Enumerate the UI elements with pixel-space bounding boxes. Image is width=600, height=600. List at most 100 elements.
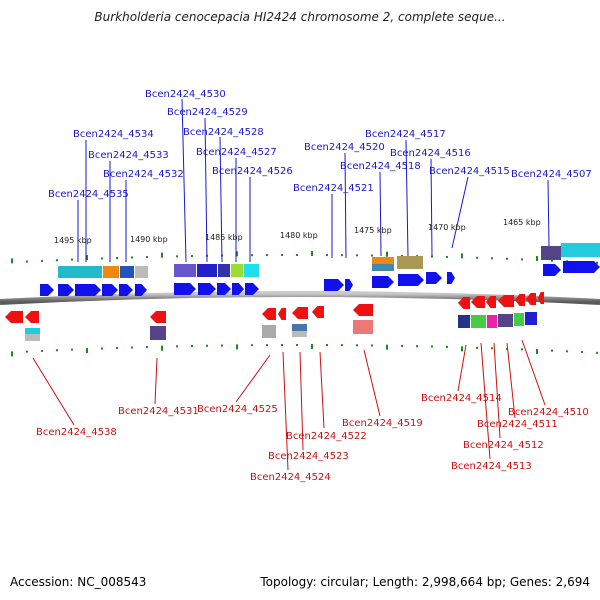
gene-label[interactable]: Bcen2424_4507 (511, 169, 592, 180)
leader-line (480, 342, 491, 460)
accession-text: Accession: NC_008543 (10, 575, 147, 589)
gene-label[interactable]: Bcen2424_4511 (477, 419, 558, 430)
gene-arrow (345, 279, 353, 291)
feature-box[interactable] (541, 246, 561, 260)
gene-arrow (498, 295, 514, 307)
feature-box[interactable] (262, 325, 276, 338)
gene-arrow (278, 308, 286, 320)
feature-box[interactable] (120, 266, 134, 278)
gene-arrow (135, 284, 147, 296)
gene-arrow (312, 306, 324, 318)
gene-label[interactable]: Bcen2424_4518 (340, 161, 421, 172)
gene-label[interactable]: Bcen2424_4527 (196, 147, 277, 158)
leader-line (319, 351, 325, 429)
gene-label[interactable]: Bcen2424_4519 (342, 418, 423, 429)
leader-line (493, 342, 501, 439)
gene-arrow (398, 274, 424, 286)
gene-arrow (372, 276, 394, 288)
gene-label[interactable]: Bcen2424_4528 (183, 127, 264, 138)
gene-arrow (75, 284, 101, 296)
reverse-feature-boxes (25, 312, 537, 341)
feature-box[interactable] (231, 264, 243, 277)
gene-label[interactable]: Bcen2424_4532 (103, 169, 184, 180)
leader-line (405, 139, 409, 257)
gene-label[interactable]: Bcen2424_4517 (365, 129, 446, 140)
reverse-gene-arrows (5, 292, 544, 323)
gene-label[interactable]: Bcen2424_4515 (429, 166, 510, 177)
reverse-gene-labels: Bcen2424_4538 Bcen2424_4531 Bcen2424_452… (36, 393, 589, 483)
gene-arrow (262, 308, 276, 320)
gene-arrow (58, 284, 74, 296)
leader-line (181, 98, 187, 263)
gene-label[interactable]: Bcen2424_4523 (268, 451, 349, 462)
feature-box[interactable] (292, 331, 307, 337)
feature-box[interactable] (135, 266, 148, 278)
gene-arrow (174, 283, 196, 295)
gene-label[interactable]: Bcen2424_4524 (250, 472, 331, 483)
gene-label[interactable]: Bcen2424_4534 (73, 129, 154, 140)
leader-line (457, 344, 467, 392)
feature-box[interactable] (525, 312, 537, 325)
gene-label[interactable]: Bcen2424_4525 (197, 404, 278, 415)
gene-arrow (245, 283, 259, 295)
gene-label[interactable]: Bcen2424_4538 (36, 427, 117, 438)
feature-box[interactable] (244, 264, 259, 277)
gene-arrow (40, 284, 54, 296)
gene-label[interactable]: Bcen2424_4535 (48, 189, 129, 200)
scale-label: 1485 kbp (205, 233, 243, 242)
gene-label[interactable]: Bcen2424_4520 (304, 142, 385, 153)
gene-arrow (292, 307, 308, 319)
forward-feature-boxes (58, 243, 600, 278)
feature-box[interactable] (372, 264, 394, 271)
scale-label: 1475 kbp (354, 226, 392, 235)
feature-box[interactable] (103, 266, 119, 278)
feature-box[interactable] (174, 264, 196, 277)
scale-label: 1490 kbp (130, 235, 168, 244)
feature-box[interactable] (58, 266, 102, 278)
gene-label[interactable]: Bcen2424_4513 (451, 461, 532, 472)
gene-label[interactable]: Bcen2424_4526 (212, 166, 293, 177)
gene-label[interactable]: Bcen2424_4521 (293, 183, 374, 194)
gene-arrow (324, 279, 344, 291)
gene-label[interactable]: Bcen2424_4533 (88, 150, 169, 161)
gene-label[interactable]: Bcen2424_4512 (463, 440, 544, 451)
leader-line (154, 357, 158, 405)
feature-box[interactable] (397, 256, 423, 269)
feature-box[interactable] (471, 315, 486, 328)
feature-box[interactable] (25, 328, 40, 334)
feature-box[interactable] (353, 320, 373, 334)
gene-arrow (102, 284, 118, 296)
gene-arrow (217, 283, 231, 295)
gene-arrow (426, 272, 442, 284)
feature-box[interactable] (498, 314, 513, 327)
feature-box[interactable] (561, 243, 600, 257)
feature-box[interactable] (218, 264, 230, 277)
gene-arrow (538, 292, 544, 304)
gene-label[interactable]: Bcen2424_4516 (390, 148, 471, 159)
chromosome-backbone (0, 291, 600, 305)
feature-box[interactable] (514, 313, 524, 326)
feature-box[interactable] (292, 324, 307, 331)
feature-box[interactable] (197, 264, 217, 277)
leader-line (344, 152, 347, 259)
gene-label[interactable]: Bcen2424_4514 (421, 393, 502, 404)
gene-arrow (543, 264, 561, 276)
gene-arrow (471, 296, 485, 308)
gene-arrow (232, 283, 244, 295)
feature-box[interactable] (25, 334, 40, 341)
gene-label[interactable]: Bcen2424_4529 (167, 107, 248, 118)
feature-box[interactable] (458, 315, 470, 328)
feature-box[interactable] (150, 326, 166, 340)
tick-marks (11, 251, 598, 357)
feature-box[interactable] (487, 315, 497, 328)
gene-label[interactable]: Bcen2424_4531 (118, 406, 199, 417)
scale-label: 1480 kbp (280, 231, 318, 240)
forward-gene-labels: Bcen2424_4530 Bcen2424_4529 Bcen2424_453… (48, 89, 592, 200)
gene-label[interactable]: Bcen2424_4530 (145, 89, 226, 100)
gene-label[interactable]: Bcen2424_4510 (508, 407, 589, 418)
feature-box[interactable] (372, 257, 394, 264)
gene-arrow (119, 284, 133, 296)
gene-label[interactable]: Bcen2424_4522 (286, 431, 367, 442)
